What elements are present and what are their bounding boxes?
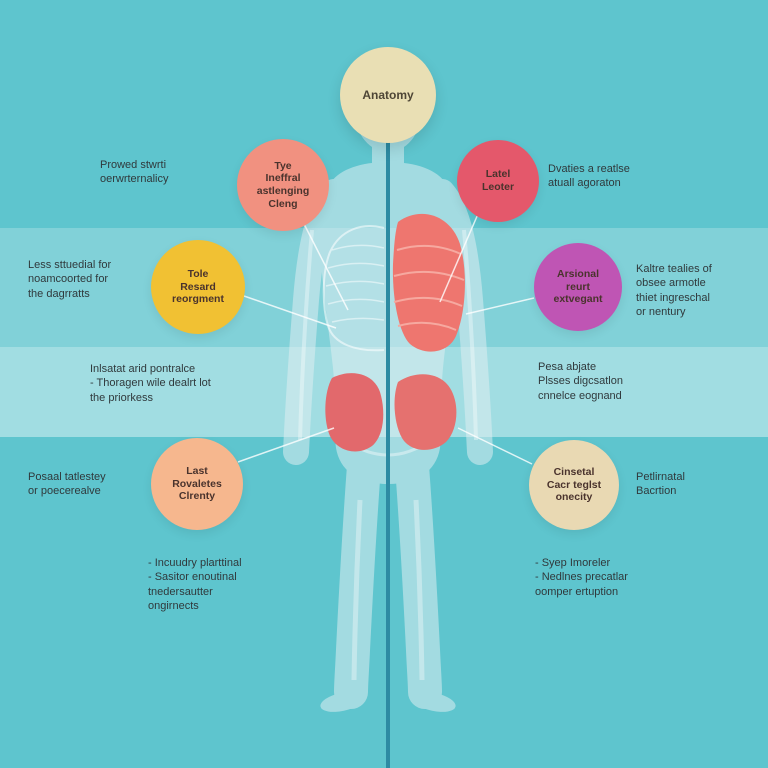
pelvic-organ-right <box>394 374 457 450</box>
pelvic-organ-left <box>325 373 384 452</box>
callout-label: Latel Leoter <box>481 168 515 193</box>
center-axis-line <box>386 140 390 768</box>
lung-rib-stripes <box>393 244 465 331</box>
callout-label: Arsional reurt extvegant <box>553 268 603 306</box>
note-bottom-left: - Incuudry plarttinal - Sasitor enoutina… <box>148 557 242 612</box>
connector-lines <box>237 213 535 465</box>
title-label: Anatomy <box>362 88 414 102</box>
callout-mid-right: Arsional reurt extvegant <box>534 243 622 331</box>
note-lower-left: Posaal tatlestey or poecerealve <box>28 471 106 498</box>
note-mid-left: Less sttuedial for noamcoorted for the d… <box>28 259 112 300</box>
organs <box>325 213 465 452</box>
callout-lower-left: Last Rovaletes Clrenty <box>151 438 243 530</box>
connector-line <box>465 297 535 315</box>
callout-lower-right: Cinsetal Cacr teglst onecity <box>529 440 619 530</box>
callout-label: Tole Resard reorgment <box>172 268 224 306</box>
note-band-left: Inlsatat arid pontralce - Thoragen wile … <box>90 363 211 404</box>
callout-label: Tye Ineffral astlenging Cleng <box>256 159 310 210</box>
note-band-right: Pesa abjate Plsses digcsatlon cnnelce eo… <box>538 361 623 402</box>
connector-line <box>457 427 533 465</box>
callout-mid-left: Tole Resard reorgment <box>151 240 245 334</box>
callout-label: Last Rovaletes Clrenty <box>172 465 222 503</box>
callout-upper-left: Tye Ineffral astlenging Cleng <box>237 139 329 231</box>
connector-line <box>237 427 335 463</box>
note-bottom-right: - Syep Imoreler - Nedlnes precatlar oomp… <box>535 557 628 598</box>
title-circle: Anatomy <box>340 47 436 143</box>
note-top-left: Prowed stwrti oerwrternalicy <box>100 159 169 186</box>
note-top-right: Dvaties a reatlse atuall agoraton <box>548 163 630 190</box>
right-lung <box>392 213 465 352</box>
callout-label: Cinsetal Cacr teglst onecity <box>546 466 602 504</box>
connector-line <box>243 295 337 329</box>
connector-line <box>301 219 349 311</box>
callout-upper-right: Latel Leoter <box>457 140 539 222</box>
note-mid-right: Kaltre tealies of obsee armotle thiet in… <box>636 263 712 318</box>
note-lower-right: Petlirnatal Bacrtion <box>636 471 685 498</box>
connector-line <box>439 213 479 303</box>
